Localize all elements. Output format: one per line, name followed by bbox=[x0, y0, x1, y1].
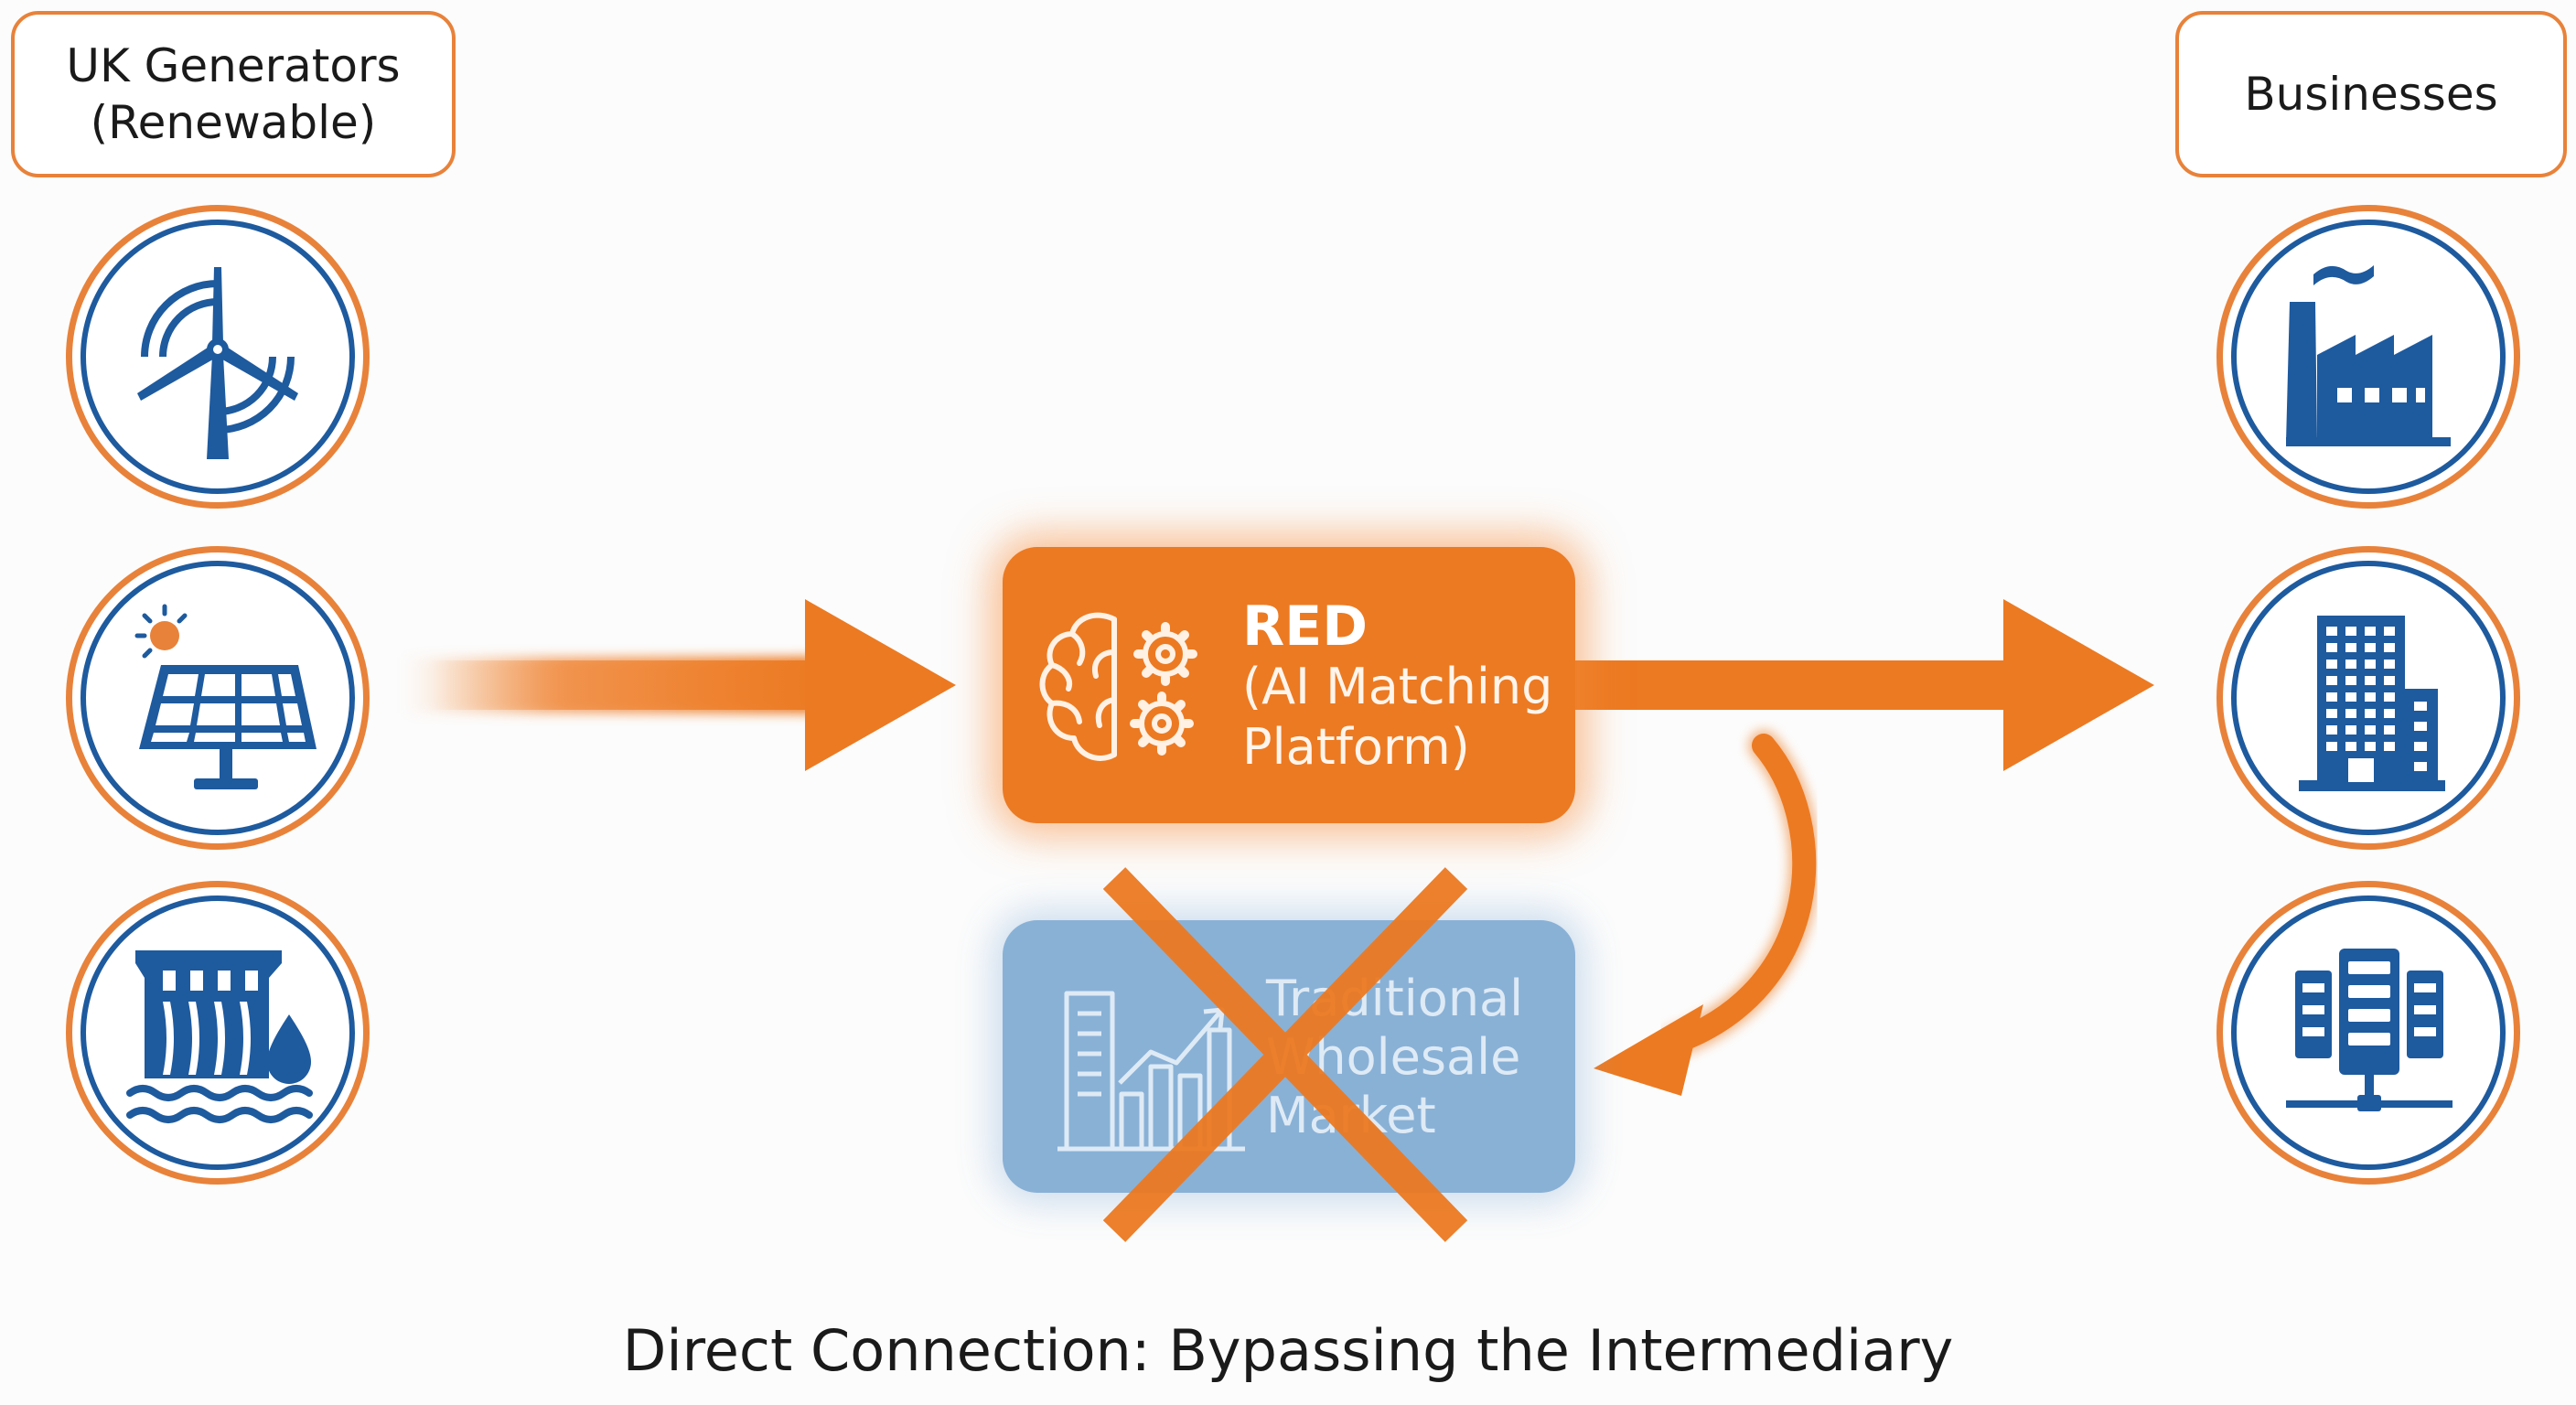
diagram-caption: Direct Connection: Bypassing the Interme… bbox=[622, 1317, 1954, 1384]
generators-label-line1: UK Generators bbox=[66, 38, 401, 92]
wholesale-line2: Wholesale bbox=[1266, 1028, 1521, 1086]
solar-panel-icon bbox=[134, 604, 317, 789]
wholesale-market-box: Traditional Wholesale Market bbox=[1003, 920, 1575, 1193]
wind-turbine-circle bbox=[66, 205, 370, 509]
businesses-label: Businesses bbox=[2175, 11, 2567, 177]
inflow-arrow bbox=[402, 599, 956, 771]
solar-panel-circle bbox=[66, 546, 370, 850]
wholesale-line1: Traditional bbox=[1266, 970, 1524, 1027]
red-platform-text: RED (AI Matching Platform) bbox=[1242, 596, 1552, 778]
red-platform-line2: (AI Matching bbox=[1242, 658, 1553, 715]
hydro-dam-circle bbox=[66, 881, 370, 1185]
red-platform-box: RED (AI Matching Platform) bbox=[1003, 547, 1575, 823]
city-chart-icon bbox=[1057, 991, 1245, 1152]
generators-label: UK Generators (Renewable) bbox=[11, 11, 456, 177]
factory-icon bbox=[2286, 265, 2451, 446]
wind-turbine-icon bbox=[137, 267, 298, 459]
wholesale-market-text: Traditional Wholesale Market bbox=[1266, 970, 1523, 1145]
office-building-icon bbox=[2299, 616, 2445, 791]
red-platform-line3: Platform) bbox=[1242, 718, 1470, 776]
diversion-arrow bbox=[1594, 730, 1820, 1096]
generators-label-line2: (Renewable) bbox=[90, 96, 377, 149]
server-rack-icon bbox=[2286, 949, 2453, 1111]
red-platform-title: RED bbox=[1242, 595, 1368, 659]
server-rack-circle bbox=[2216, 881, 2520, 1185]
wholesale-line3: Market bbox=[1266, 1087, 1436, 1144]
hydro-dam-icon bbox=[126, 950, 313, 1123]
brain-gears-icon bbox=[1039, 612, 1197, 761]
businesses-label-text: Businesses bbox=[2244, 67, 2498, 121]
office-building-circle bbox=[2216, 546, 2520, 850]
outflow-arrow bbox=[1555, 599, 2154, 771]
factory-circle bbox=[2216, 205, 2520, 509]
